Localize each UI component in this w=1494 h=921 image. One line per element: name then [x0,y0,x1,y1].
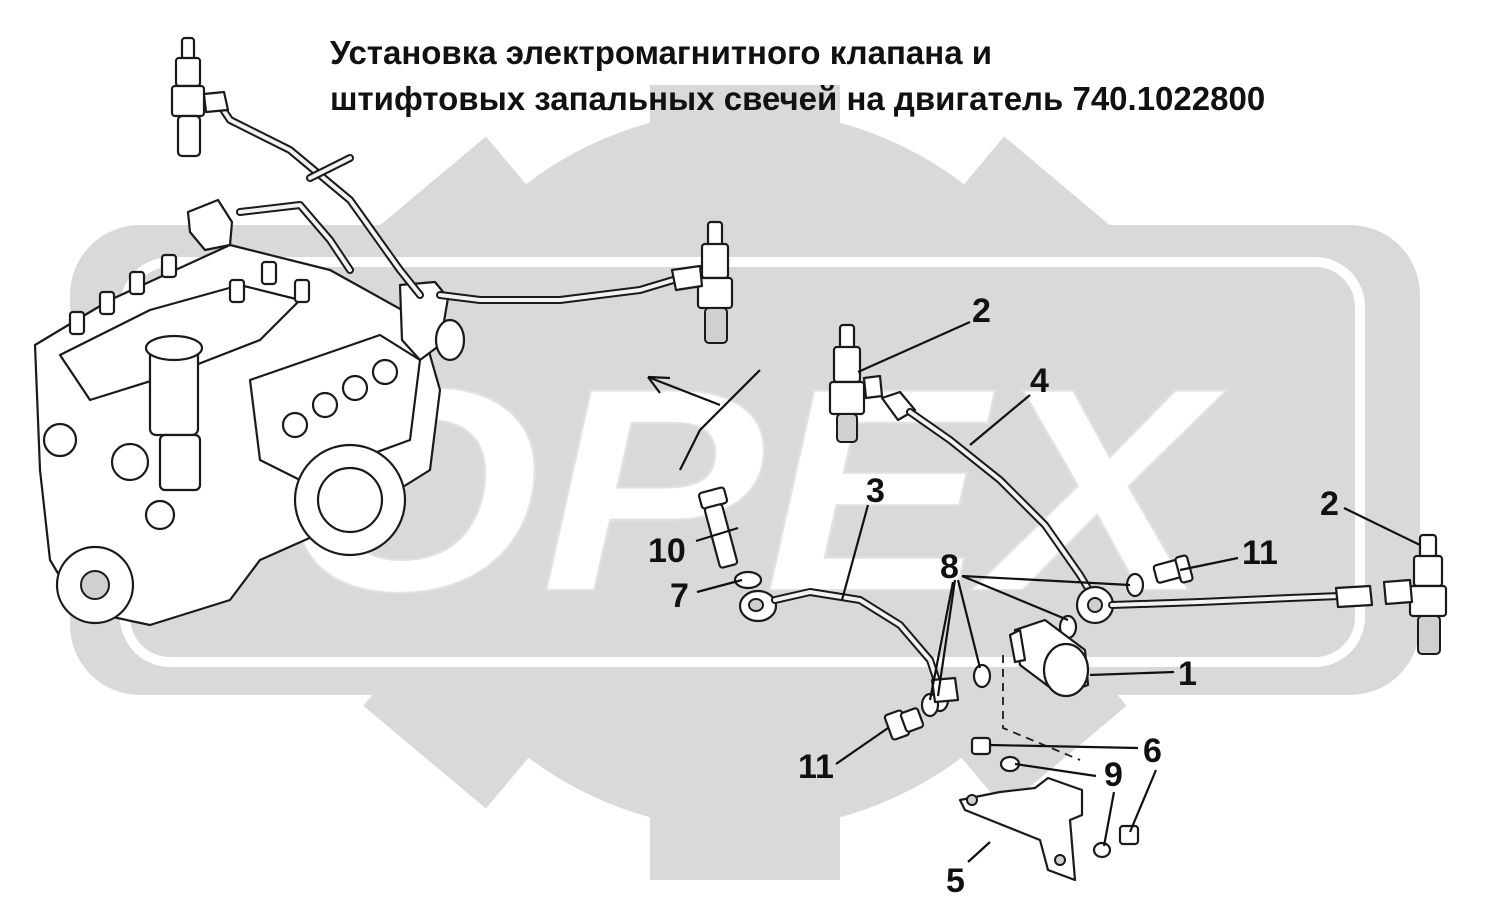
callout-label-7: 7 [670,577,689,615]
callout-label-10: 10 [648,532,686,570]
injector-studs [68,253,311,336]
glow-plug-engine-top [170,36,230,158]
callout-label-4: 4 [1030,362,1049,400]
callout-label-5: 5 [946,862,965,900]
callout-label-8: 8 [940,548,959,586]
callout-label-3: 3 [866,472,885,510]
callout-label-1: 1 [1178,655,1197,693]
fuel-pipe-4 [880,390,1374,625]
callout-label-2b: 2 [1320,485,1339,523]
banjo-bolt-10 [697,486,739,569]
callout-label-11b: 11 [1242,534,1278,572]
solenoid-valve-1 [1008,618,1090,698]
title-line-2: штифтовых запальных свечей на двигатель … [330,80,1266,117]
sealing-washer-7 [733,570,763,590]
direction-arrow [647,369,761,471]
glow-plug-engine-middle [670,220,734,344]
banjo-bolt-11a [883,707,925,741]
leader-lines [695,320,1421,863]
bracket-5 [958,776,1084,882]
glow-plug-2a [828,323,884,443]
callout-label-11a: 11 [798,748,834,786]
diagram-title: Установка электромагнитного клапана и шт… [330,30,1470,122]
fuel-pipe-3 [738,588,960,704]
title-line-1: Установка электромагнитного клапана и [330,34,993,71]
engine-block [33,198,466,627]
callout-labels: 2 4 2 3 11 10 8 7 1 6 11 9 5 [648,292,1339,900]
engine-fuel-pipes [214,98,684,304]
alignment-dashes [1002,655,1081,761]
callout-label-6: 6 [1143,732,1162,770]
callout-label-2a: 2 [972,292,991,330]
glow-plug-2b [1382,533,1448,655]
bracket-bolts-6 [970,736,1140,846]
callout-label-9: 9 [1104,756,1123,794]
